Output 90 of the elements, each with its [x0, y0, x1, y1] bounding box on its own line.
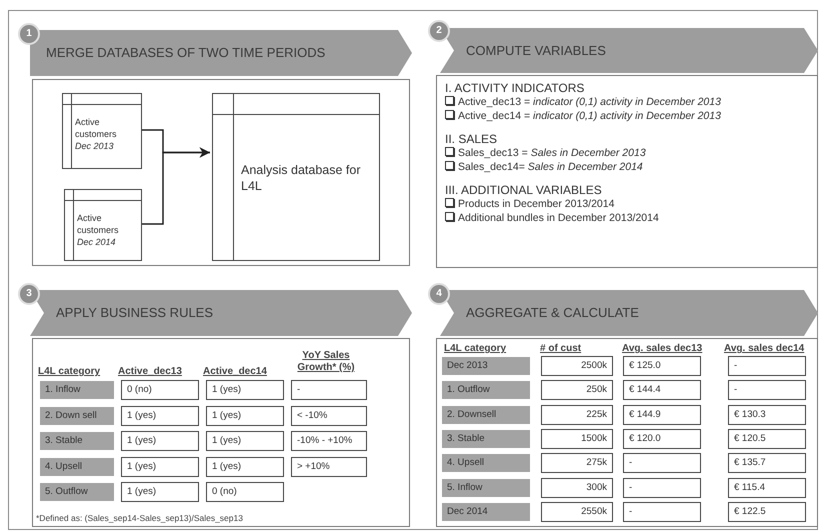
- panel-box: [32, 79, 410, 266]
- table-cell: -: [291, 380, 367, 400]
- table-cell: € 120.0: [623, 428, 701, 449]
- table-cell: 1 (yes): [206, 406, 284, 426]
- banner-title: COMPUTE VARIABLES: [466, 42, 606, 58]
- table-cell: € 144.9: [623, 404, 701, 425]
- chevron-banner: [440, 28, 818, 73]
- table-cell: -: [623, 478, 701, 498]
- table-cell: 0 (no): [121, 380, 199, 400]
- banner-title: APPLY BUSINESS RULES: [56, 305, 214, 320]
- chevron-banner: [30, 30, 412, 76]
- table-label: Active customers: [75, 116, 118, 140]
- table-cell: 1500k: [541, 428, 613, 449]
- table-cell: 225k: [541, 404, 613, 425]
- step-number: 2: [428, 20, 450, 42]
- panel-box: [436, 75, 818, 268]
- table-cell: -: [623, 453, 701, 474]
- column-header: Active_dec13: [118, 366, 183, 378]
- step-number: 3: [18, 283, 40, 305]
- table-cell: 1 (yes): [121, 406, 199, 426]
- table-cell: 1 (yes): [206, 380, 284, 400]
- section-heading: III. ADDITIONAL VARIABLES: [445, 183, 602, 197]
- table-cell: 300k: [541, 478, 613, 498]
- table-label: Analysis database for L4L: [241, 162, 362, 194]
- table-cell: € 130.3: [728, 404, 806, 425]
- table-cell: 0 (no): [206, 482, 284, 502]
- table-cell: 275k: [541, 453, 613, 474]
- category-cell: 5. Inflow: [441, 478, 531, 498]
- table-cell: € 120.5: [728, 428, 806, 449]
- table-label: Dec 2013: [75, 140, 115, 152]
- category-cell: 4. Upsell: [39, 456, 115, 476]
- table-cell: € 125.0: [623, 356, 701, 376]
- list-item: Active_dec14 = indicator (0,1) activity in December 2013: [458, 110, 721, 122]
- table-cell: -10% - +10%: [291, 431, 367, 451]
- category-cell: 1. Inflow: [39, 380, 115, 400]
- table-cell: > +10%: [291, 456, 367, 476]
- panel-box: [436, 338, 818, 527]
- list-item: Additional bundles in December 2013/2014: [458, 212, 659, 224]
- column-header: Active_dec14: [203, 366, 268, 378]
- table-cell: 1 (yes): [121, 456, 199, 476]
- banner-title: AGGREGATE & CALCULATE: [466, 305, 639, 320]
- table-cell: 1 (yes): [121, 431, 199, 451]
- step-number: 4: [428, 283, 450, 305]
- list-item: Products in December 2013/2014: [458, 198, 614, 210]
- section-heading: I. ACTIVITY INDICATORS: [445, 81, 584, 95]
- column-header: L4L category: [444, 343, 508, 355]
- category-cell: 5. Outflow: [39, 482, 115, 502]
- panel-box: [32, 338, 410, 527]
- list-item: Active_dec13 = indicator (0,1) activity in December 2013: [458, 96, 721, 108]
- category-cell: 1. Outflow: [441, 380, 531, 400]
- table-cell: € 115.4: [728, 478, 806, 498]
- step-number: 1: [18, 23, 40, 45]
- table-cell: € 144.4: [623, 380, 701, 400]
- table-cell: < -10%: [291, 406, 367, 426]
- database-table: [212, 93, 380, 261]
- category-cell: Dec 2013: [441, 356, 531, 376]
- table-cell: -: [728, 380, 806, 400]
- column-header: Avg. sales dec13: [622, 343, 704, 355]
- section-heading: II. SALES: [445, 132, 498, 146]
- category-cell: 3. Stable: [441, 428, 531, 449]
- chevron-banner: [440, 290, 818, 336]
- table-cell: 1 (yes): [206, 456, 284, 476]
- database-table: [64, 189, 142, 261]
- table-label: Active customers: [77, 212, 120, 236]
- footnote: *Defined as: (Sales_sep14-Sales_sep13)/Sales_sep13: [36, 512, 244, 524]
- arrow: [142, 147, 210, 225]
- table-cell: 1 (yes): [206, 431, 284, 451]
- chevron-banner: [30, 290, 412, 336]
- column-header: L4L category: [38, 366, 102, 378]
- category-cell: 2. Down sell: [39, 406, 115, 426]
- category-cell: 3. Stable: [39, 431, 115, 451]
- category-cell: 2. Downsell: [441, 404, 531, 425]
- table-label: Dec 2014: [77, 236, 117, 248]
- table-cell: 1 (yes): [121, 482, 199, 502]
- category-cell: 4. Upsell: [441, 453, 531, 474]
- table-cell: 2550k: [541, 502, 613, 522]
- table-cell: 250k: [541, 380, 613, 400]
- table-cell: -: [728, 356, 806, 376]
- table-cell: -: [623, 502, 701, 522]
- table-cell: € 135.7: [728, 453, 806, 474]
- banner-title: MERGE DATABASES OF TWO TIME PERIODS: [46, 45, 326, 60]
- table-cell: 2500k: [541, 356, 613, 376]
- category-cell: Dec 2014: [441, 502, 531, 522]
- database-table: [62, 93, 142, 169]
- list-item: Sales_dec13 = Sales in December 2013: [458, 147, 646, 159]
- column-header: # of cust: [540, 343, 582, 355]
- column-header: YoY Sales Growth* (%): [296, 350, 356, 374]
- list-item: Sales_dec14= Sales in December 2014: [458, 161, 643, 173]
- table-cell: € 122.5: [728, 502, 806, 522]
- column-header: Avg. sales dec14: [724, 343, 806, 355]
